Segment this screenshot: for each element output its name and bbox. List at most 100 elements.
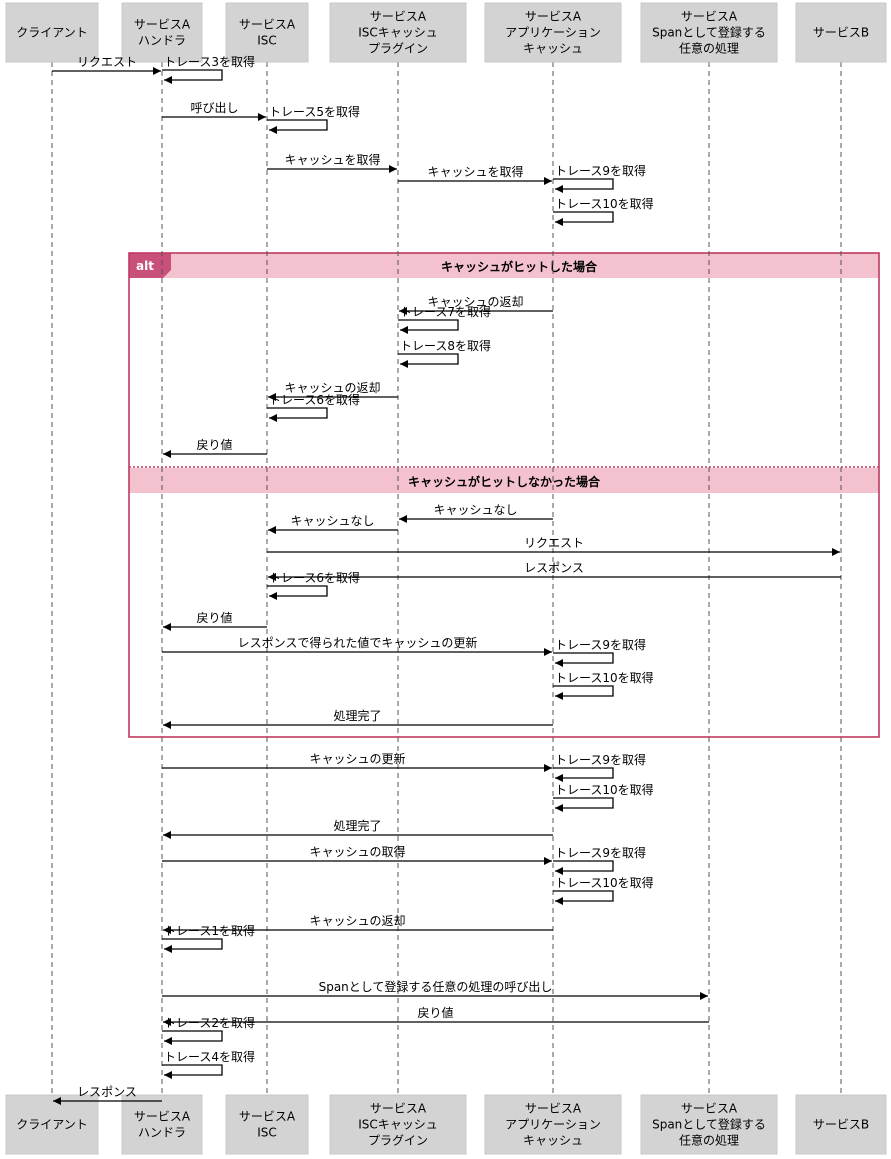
- participant-label: サービスB: [813, 26, 869, 40]
- message-label: キャッシュの返却: [284, 381, 380, 395]
- participant-box: [640, 1094, 778, 1155]
- message-label: キャッシュなし: [290, 514, 374, 528]
- self-message: トレース10を取得: [553, 875, 654, 905]
- participant-box: [5, 2, 99, 63]
- participant-label: ISC: [257, 1126, 277, 1140]
- message: 戻り値: [163, 437, 267, 458]
- participant-label: アプリケーション: [505, 1118, 601, 1132]
- participant-box: [795, 2, 887, 63]
- alt-tab: [129, 253, 171, 278]
- self-message-label: トレース7を取得: [400, 304, 491, 319]
- self-message-label: トレース9を取得: [555, 637, 646, 652]
- self-message-arrow: [267, 407, 328, 422]
- message-label: キャッシュなし: [433, 503, 517, 517]
- participant-label: ハンドラ: [138, 1126, 186, 1140]
- self-message-arrow: [162, 69, 223, 84]
- self-message-label: トレース10を取得: [555, 782, 654, 797]
- alt-frame: alt キャッシュがヒットした場合 キャッシュがヒットしなかった場合: [128, 252, 880, 738]
- participant-box: [121, 1094, 203, 1155]
- self-message: トレース4を取得: [162, 1049, 255, 1079]
- message: リクエスト: [267, 536, 840, 556]
- participant-label: クライアント: [16, 1118, 88, 1132]
- participant-heads: クライアントクライアントサービスAハンドラサービスAハンドラサービスAISCサー…: [5, 2, 887, 1155]
- participant-box: [225, 2, 309, 63]
- self-message: トレース6を取得: [267, 570, 360, 600]
- participant-serviceB-bottom: サービスB: [795, 1094, 887, 1155]
- self-message-arrow: [553, 767, 614, 782]
- self-message-arrow: [553, 797, 614, 812]
- self-message-label: トレース10を取得: [555, 875, 654, 890]
- participant-serviceB-top: サービスB: [795, 2, 887, 63]
- participant-box: [329, 1094, 467, 1155]
- message-label: レスポンスで得られた値でキャッシュの更新: [238, 635, 478, 650]
- self-message-arrow: [553, 860, 614, 875]
- participant-label: キャッシュ: [523, 42, 583, 56]
- participant-label: サービスA: [681, 1102, 738, 1116]
- self-message-label: トレース5を取得: [269, 104, 360, 119]
- self-message-label: トレース10を取得: [555, 196, 654, 211]
- self-message-label: トレース6を取得: [269, 570, 360, 585]
- message-label: レスポンス: [77, 1085, 137, 1099]
- message-label: キャッシュを取得: [284, 152, 380, 167]
- message: キャッシュの返却: [163, 914, 553, 934]
- message: キャッシュなし: [399, 503, 553, 523]
- message: Spanとして登録する任意の処理の呼び出し: [162, 979, 708, 1000]
- participant-box: [795, 1094, 887, 1155]
- participant-label: サービスA: [239, 18, 296, 32]
- self-message: トレース10を取得: [553, 782, 654, 812]
- self-message-label: トレース2を取得: [164, 1015, 255, 1030]
- participant-label: サービスA: [239, 1110, 296, 1124]
- message: 呼び出し: [162, 101, 266, 121]
- message-label: キャッシュの返却: [427, 295, 523, 309]
- message: レスポンスで得られた値でキャッシュの更新: [162, 635, 552, 656]
- self-message-arrow: [553, 685, 614, 700]
- alt-frame-border: [128, 252, 880, 738]
- self-message: トレース10を取得: [553, 670, 654, 700]
- message: 処理完了: [163, 708, 553, 729]
- participant-client-bottom: クライアント: [5, 1094, 99, 1155]
- message: キャッシュの取得: [162, 844, 552, 865]
- participant-label: サービスA: [525, 1102, 582, 1116]
- message: リクエスト: [52, 55, 161, 75]
- self-message: トレース1を取得: [162, 923, 255, 953]
- participant-box: [484, 1094, 622, 1155]
- message-label: Spanとして登録する任意の処理の呼び出し: [319, 979, 553, 994]
- self-message-label: トレース9を取得: [555, 163, 646, 178]
- message: キャッシュの返却: [268, 381, 398, 401]
- message: キャッシュの更新: [162, 751, 552, 772]
- message-label: 処理完了: [333, 818, 381, 833]
- participant-label: クライアント: [16, 26, 88, 40]
- participant-client-top: クライアント: [5, 2, 99, 63]
- self-message-arrow: [162, 1064, 223, 1079]
- participant-label: キャッシュ: [523, 1134, 583, 1148]
- self-message: トレース5を取得: [267, 104, 360, 134]
- messages: リクエストトレース3を取得呼び出しトレース5を取得キャッシュを取得キャッシュを取…: [52, 54, 841, 1105]
- message-label: リクエスト: [77, 55, 137, 69]
- alt-guard-band-1: [129, 253, 879, 278]
- participant-label: サービスA: [134, 1110, 191, 1124]
- message: キャッシュの返却: [399, 295, 553, 315]
- lifelines: [51, 62, 842, 1095]
- participant-label: アプリケーション: [505, 26, 601, 40]
- message-label: キャッシュを取得: [427, 164, 523, 179]
- message-label: 呼び出し: [190, 101, 238, 115]
- self-message-label: トレース9を取得: [555, 752, 646, 767]
- self-message: トレース6を取得: [267, 392, 360, 422]
- participant-box: [5, 1094, 99, 1155]
- participant-label: ハンドラ: [138, 34, 186, 48]
- alt-guard-hit: キャッシュがヒットした場合: [441, 259, 598, 274]
- self-message-arrow: [553, 890, 614, 905]
- self-message-label: トレース3を取得: [164, 54, 255, 69]
- participant-label: Spanとして登録する: [652, 1117, 766, 1132]
- self-message-arrow: [398, 353, 459, 368]
- participant-label: Spanとして登録する: [652, 25, 766, 40]
- participant-label: プラグイン: [368, 1134, 428, 1148]
- self-message-arrow: [162, 938, 223, 953]
